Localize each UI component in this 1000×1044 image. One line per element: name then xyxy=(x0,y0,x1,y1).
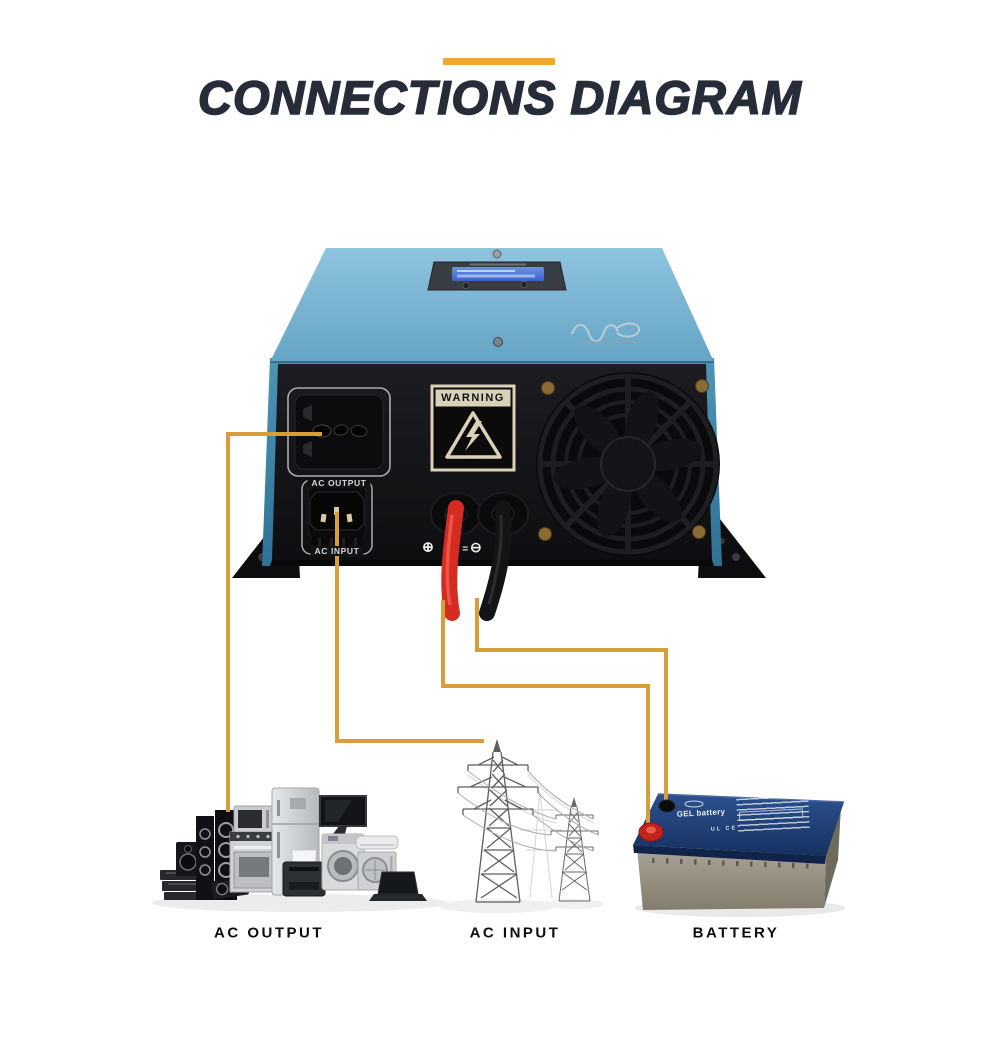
battery-vents xyxy=(652,858,809,869)
battery-terminals xyxy=(638,799,676,842)
lcd-screen xyxy=(452,267,544,281)
inlet-pin xyxy=(320,513,327,523)
cable-highlight xyxy=(487,514,503,605)
dc-terminals xyxy=(430,492,529,621)
warning-sticker xyxy=(430,384,516,472)
screw-icon xyxy=(541,381,555,395)
lcd-text-line xyxy=(457,270,515,272)
screw-icon xyxy=(692,525,706,539)
screw-icon xyxy=(695,379,709,393)
cable-highlight xyxy=(445,514,454,606)
screw-icon xyxy=(492,249,502,259)
caption-battery: BATTERY xyxy=(692,924,780,942)
line-ac-input xyxy=(335,512,484,743)
line-battery-positive xyxy=(441,600,650,830)
fan-hub xyxy=(600,436,656,492)
panel-button xyxy=(462,281,470,290)
battery-terminal-negative xyxy=(658,799,676,813)
ac-input-inlet xyxy=(301,479,373,555)
microwave-icon xyxy=(233,805,275,833)
screw-icon xyxy=(538,527,552,541)
warning-header-band xyxy=(435,389,511,407)
line-ac-output xyxy=(226,432,322,812)
power-towers-group xyxy=(439,739,604,913)
warning-label: WARNING xyxy=(441,392,505,404)
battery-spec-highlight xyxy=(738,808,804,821)
bottom-edge xyxy=(270,560,714,566)
negative-terminal-symbols: =⊖ xyxy=(462,539,482,557)
battery-logo-icon xyxy=(684,800,704,808)
lcd-text-line xyxy=(457,274,535,278)
positive-terminal-symbol: ⊕ xyxy=(422,538,434,555)
warning-triangle-icon xyxy=(445,411,502,459)
tv-icon xyxy=(319,795,367,839)
lid-front-band xyxy=(633,845,826,864)
brand-logo-icon xyxy=(571,322,640,343)
control-panel xyxy=(427,261,567,291)
inlet-vent-slot xyxy=(342,538,345,546)
ac-output-socket xyxy=(287,387,391,477)
caption-ac-output: AC OUTPUT xyxy=(214,924,324,942)
transmission-tower-large-icon xyxy=(457,739,539,903)
inverter-device xyxy=(232,248,766,621)
inlet-pin xyxy=(334,507,339,515)
appliances-group xyxy=(152,787,448,912)
panel-print xyxy=(470,263,526,266)
caption-ac-input: AC INPUT xyxy=(469,924,561,942)
stove-icon xyxy=(229,831,279,893)
ac-input-port-label: AC INPUT xyxy=(310,546,364,556)
line-battery-negative xyxy=(475,598,668,805)
laptop-icon xyxy=(369,871,427,901)
terminal-highlight xyxy=(646,826,656,834)
socket-hole xyxy=(333,424,349,436)
battery-spec-lines xyxy=(736,795,810,833)
socket-hole xyxy=(350,424,368,438)
inlet-pin xyxy=(346,513,353,523)
tower-shadow-silhouette xyxy=(467,774,595,899)
socket-slot xyxy=(303,405,312,421)
dc-symbol: = xyxy=(462,544,469,555)
cooling-fan xyxy=(536,372,720,556)
socket-slot xyxy=(303,441,312,457)
ground-shadow xyxy=(439,899,555,913)
connection-lines xyxy=(226,432,668,830)
inlet-vent-slot xyxy=(354,538,357,546)
bracket-hole xyxy=(732,553,740,561)
lightning-bolt-icon xyxy=(465,421,482,451)
inlet-vent-slot xyxy=(330,538,333,546)
ac-output-port-label: AC OUTPUT xyxy=(307,478,371,488)
panel-button xyxy=(520,280,528,289)
battery-side-face xyxy=(824,806,841,908)
page-title: CONNECTIONS DIAGRAM xyxy=(197,71,802,124)
power-lines-icon xyxy=(457,770,599,852)
screw-icon xyxy=(493,337,503,347)
inlet-vent-slot xyxy=(318,538,321,546)
negative-terminal-symbol: ⊖ xyxy=(470,539,482,555)
title-accent-bar xyxy=(443,58,555,65)
bookshelf-speaker-icon xyxy=(176,842,200,876)
transmission-tower-small-icon xyxy=(550,797,599,902)
